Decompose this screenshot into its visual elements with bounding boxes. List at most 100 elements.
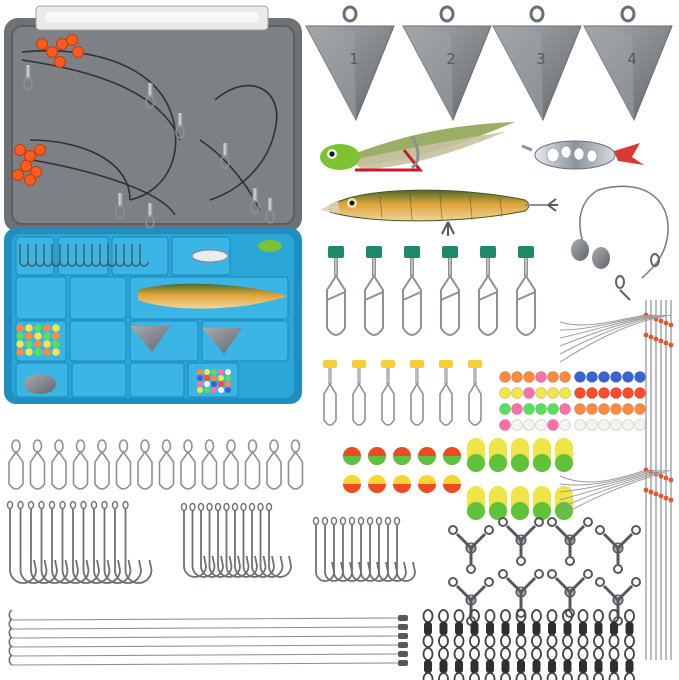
three-way-swivels <box>448 517 641 626</box>
tray-bead <box>16 324 24 332</box>
octopus-hook-eye <box>189 502 196 512</box>
snap-swivel <box>145 83 155 109</box>
snap <box>51 439 67 490</box>
snap-swivel <box>115 193 125 219</box>
rig-dropper <box>559 469 667 509</box>
snap-swivel <box>23 65 33 91</box>
octopus-hooks <box>180 502 292 578</box>
float-oval <box>467 438 485 472</box>
tackle-box-tray <box>4 228 302 404</box>
rig-bead <box>663 320 669 326</box>
tray-bead <box>25 340 33 348</box>
bead <box>535 387 547 399</box>
long-leader <box>11 653 399 657</box>
baitholder-hook-eye <box>375 516 383 526</box>
long-leader <box>11 626 399 630</box>
bead <box>535 403 547 415</box>
long-leader <box>11 644 399 648</box>
snap-swivel-yellow <box>410 360 424 426</box>
rig-wire <box>31 159 176 216</box>
orange-bead <box>30 166 42 178</box>
barrel-swivel <box>422 647 434 680</box>
octopus-hook <box>242 510 267 578</box>
snap <box>266 439 282 490</box>
bead <box>610 371 622 383</box>
barrel-swivel <box>500 647 511 680</box>
circle-hook-eye <box>48 500 56 510</box>
snap-swivel-green <box>326 246 346 336</box>
bead <box>634 419 646 431</box>
baitholder-hook-eye <box>366 516 374 526</box>
snap <box>94 439 110 490</box>
float-beads-round <box>343 447 461 493</box>
tray-bead <box>16 348 24 356</box>
snap <box>201 439 218 490</box>
barrel-swivel <box>593 647 604 680</box>
tray-bead <box>25 348 33 356</box>
rig-bead <box>648 489 654 495</box>
bead <box>559 419 571 431</box>
tray-bead <box>204 375 210 381</box>
snap-swivel <box>175 113 185 139</box>
barrel-swivel <box>577 647 589 680</box>
bead <box>511 387 523 399</box>
tray-bead <box>211 381 217 387</box>
orange-bead <box>24 174 36 186</box>
rig-bead <box>643 332 649 338</box>
octopus-hook-eye <box>265 502 273 512</box>
long-leader <box>11 617 399 621</box>
tray-compartment <box>69 276 127 320</box>
bead <box>547 403 559 415</box>
three-way-swivel <box>595 525 641 574</box>
tray-bead <box>16 332 24 340</box>
bead <box>511 419 523 431</box>
barrel-swivel <box>562 647 573 680</box>
bead <box>574 371 586 383</box>
sinker-number: 2 <box>446 50 456 68</box>
bead <box>586 387 598 399</box>
leader-swivel <box>398 651 408 657</box>
rig-wire <box>21 59 181 141</box>
bead <box>523 371 535 383</box>
tray-bead <box>197 369 203 375</box>
rig-dropper <box>559 314 652 331</box>
long-leaders <box>8 609 408 666</box>
bead <box>559 387 571 399</box>
wire-leader-rig <box>571 185 669 301</box>
barrel-swivel <box>500 609 511 648</box>
octopus-hook <box>183 510 207 578</box>
snap-swivel-yellow <box>468 360 482 426</box>
snap-swivel-yellow <box>381 360 395 426</box>
float-bead <box>393 447 411 465</box>
tray-bead <box>204 381 210 387</box>
orange-bead <box>24 150 36 162</box>
bead <box>634 387 646 399</box>
circle-hook-eye <box>90 500 98 510</box>
orange-bead <box>66 34 78 46</box>
octopus-hook <box>225 510 250 578</box>
snap-swivel <box>250 188 260 214</box>
float-bead <box>418 475 436 493</box>
rig-bead <box>668 477 674 483</box>
snap-swivel-green <box>478 246 498 336</box>
orange-bead <box>46 46 58 58</box>
bead <box>598 387 610 399</box>
circle-hook <box>114 508 142 584</box>
rig-bead <box>653 491 659 497</box>
rig-wire <box>209 84 278 201</box>
snap-swivel-yellow <box>439 360 453 426</box>
tray-compartment <box>129 362 185 398</box>
bead <box>586 371 598 383</box>
leader-hook <box>8 654 13 666</box>
orange-bead <box>20 160 32 172</box>
float-bead <box>393 475 411 493</box>
snap <box>72 439 89 490</box>
barrel-swivel <box>593 609 604 648</box>
bead <box>610 387 622 399</box>
circle-hook <box>9 508 37 584</box>
tray-bead <box>204 387 210 393</box>
bead <box>559 371 571 383</box>
float-oval <box>489 486 507 520</box>
rig-dropper <box>559 314 657 339</box>
